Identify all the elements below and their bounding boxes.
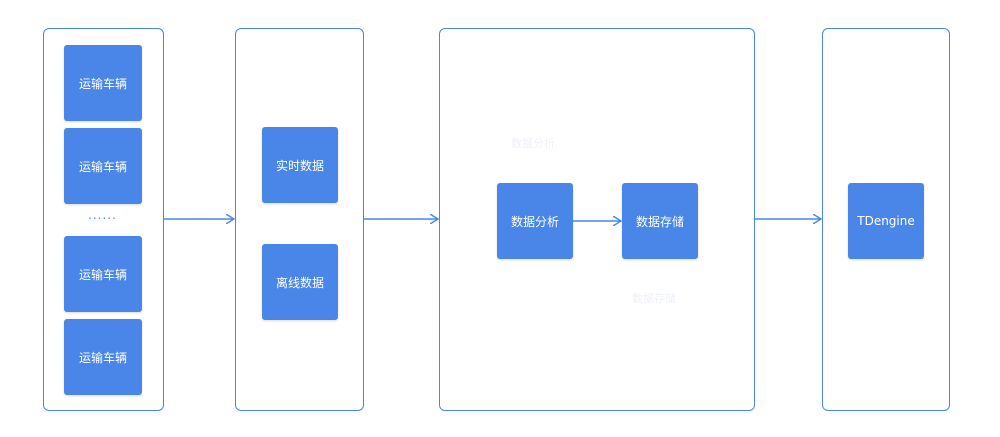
- data-types-panel: [235, 28, 364, 411]
- data-storage-node: 数据存储: [622, 183, 698, 259]
- processing-ghost-label-top: 数据分析: [511, 137, 555, 150]
- tdengine-node: TDengine: [848, 183, 924, 259]
- offline-data-node: 离线数据: [262, 244, 338, 320]
- data-analysis-node: 数据分析: [497, 183, 573, 259]
- vehicle-node-3: 运输车辆: [64, 236, 142, 312]
- processing-panel: [439, 28, 755, 411]
- vehicle-ellipsis: ......: [88, 208, 117, 222]
- vehicle-node-2: 运输车辆: [64, 128, 142, 204]
- vehicle-node-4: 运输车辆: [64, 319, 142, 395]
- processing-ghost-label-bottom: 数据存储: [632, 292, 676, 305]
- realtime-data-node: 实时数据: [262, 127, 338, 203]
- vehicle-node-1: 运输车辆: [64, 45, 142, 121]
